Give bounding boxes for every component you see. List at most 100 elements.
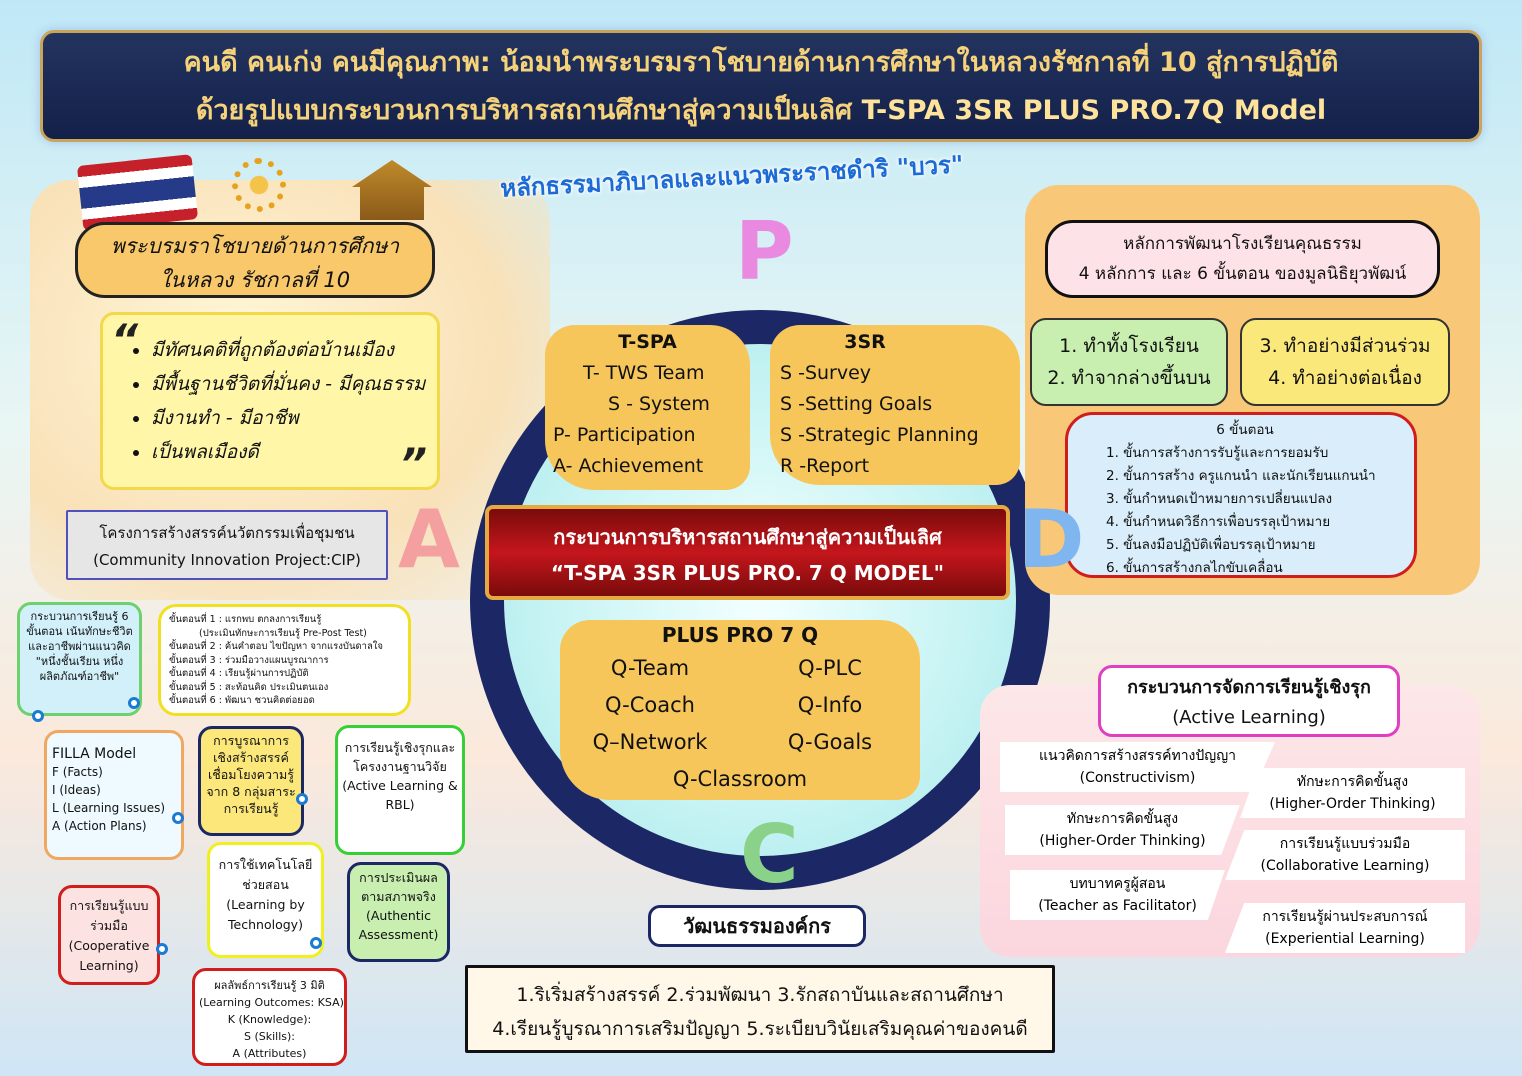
principle: 4. ทำอย่างต่อเนื่อง xyxy=(1268,367,1422,389)
active-learning-title: กระบวนการจัดการเรียนรู้เชิงรุก (Active L… xyxy=(1098,665,1400,737)
al-item-th: การเรียนรู้แบบร่วมมือ xyxy=(1279,836,1411,852)
steps-box: ขั้นตอนที่ 1 : แรกพบ ตกลงการเรียนรู้ (ปร… xyxy=(158,604,411,716)
filla-item: L (Learning Issues) xyxy=(52,801,166,815)
policy-bullet: เป็นพลเมืองดี xyxy=(151,435,427,469)
connector-dot-icon xyxy=(310,937,322,949)
coop-box: การเรียนรู้แบบร่วมมือ (Cooperative Learn… xyxy=(58,885,160,985)
close-quote-icon: ” xyxy=(399,439,427,488)
values-box: 1.ริเริ่มสร้างสรรค์ 2.ร่วมพัฒนา 3.รักสถา… xyxy=(465,965,1055,1053)
six-steps-title: 6 ขั้นตอน xyxy=(1216,422,1274,438)
al-item-en: (Teacher as Facilitator) xyxy=(1038,898,1197,914)
six-steps-box: 6 ขั้นตอน 1. ขั้นการสร้างการรับรู้และการ… xyxy=(1065,412,1417,578)
six-step: 6. ขั้นการสร้างกลไกขับเคลื่อน xyxy=(1106,560,1283,576)
connector-dot-icon xyxy=(296,793,308,805)
3sr-title: 3SR xyxy=(844,331,886,353)
connector-dot-icon xyxy=(32,710,44,722)
values-line1: 1.ริเริ่มสร้างสรรค์ 2.ร่วมพัฒนา 3.รักสถา… xyxy=(516,984,1004,1006)
step: ขั้นตอนที่ 5 : สะท้อนคิด ประเมินตนเอง xyxy=(169,681,329,693)
step: ขั้นตอนที่ 4 : เรียนรู้ผ่านการปฏิบัติ xyxy=(169,668,309,679)
six-step: 2. ขั้นการสร้าง ครูแกนนำ และนักเรียนแกนน… xyxy=(1106,468,1376,484)
outcomes-box: ผลลัพธ์การเรียนรู้ 3 มิติ (Learning Outc… xyxy=(192,968,347,1066)
q-item: Q-Classroom xyxy=(672,767,808,791)
principle: 2. ทำจากล่างขึ้นบน xyxy=(1047,367,1211,389)
al-item-th: บทบาทครูผู้สอน xyxy=(1069,876,1166,892)
letter-p: P xyxy=(735,205,794,298)
filla-item: I (Ideas) xyxy=(52,783,101,797)
banner-line2: “T-SPA 3SR PLUS PRO. 7 Q MODEL" xyxy=(550,561,945,585)
six-step: 4. ขั้นกำหนดวิธีการเพื่อบรรลุเป้าหมาย xyxy=(1106,514,1331,530)
royal-policy-title: พระบรมราโชบายด้านการศึกษา ในหลวง รัชกาลท… xyxy=(75,222,435,298)
six-step: 5. ขั้นลงมือปฏิบัติเพื่อบรรลุเป้าหมาย xyxy=(1106,537,1316,553)
tspa-item: T- TWS Team xyxy=(583,362,705,384)
filla-box: FILLA Model F (Facts) I (Ideas) L (Learn… xyxy=(44,730,184,860)
tech-box: การใช้เทคโนโลยีช่วยสอน (Learning by Tech… xyxy=(207,842,324,958)
al-item-en: (Collaborative Learning) xyxy=(1260,858,1430,874)
open-quote-icon: “ xyxy=(111,315,139,364)
q-item: Q-Team xyxy=(610,656,690,680)
banner-line1: กระบวนการบริหารสถานศึกษาสู่ความเป็นเลิศ xyxy=(553,525,942,549)
al-item: ทักษะการคิดขั้นสูง(Higher-Order Thinking… xyxy=(1240,768,1465,818)
outcomes-line: S (Skills): xyxy=(243,1030,296,1043)
3sr-item: R -Report xyxy=(780,455,870,477)
integration-box: การบูรณาการเชิงสร้างสรรค์ เชื่อมโยงความร… xyxy=(198,726,304,836)
connector-dot-icon xyxy=(128,697,140,709)
title-line2: ในหลวง รัชกาลที่ 10 xyxy=(159,268,351,292)
moral-school-title: หลักการพัฒนาโรงเรียนคุณธรรม 4 หลักการ แล… xyxy=(1045,220,1440,298)
q-item: Q-Goals xyxy=(787,730,873,754)
header-line1: คนดี คนเก่ง คนมีคุณภาพ: น้อมนำพระบรมราโช… xyxy=(183,47,1339,78)
al-item: การเรียนรู้ผ่านประสบการณ์(Experiential L… xyxy=(1225,903,1465,953)
six-step: 3. ขั้นกำหนดเป้าหมายการเปลี่ยนแปลง xyxy=(1106,491,1333,507)
al-item-en: (Higher-Order Thinking) xyxy=(1269,796,1436,812)
al-item: บทบาทครูผู้สอน (Teacher as Facilitator) xyxy=(1010,870,1225,920)
step: ขั้นตอนที่ 1 : แรกพบ ตกลงการเรียนรู้ xyxy=(169,614,322,625)
policy-quote-box: “ มีทัศนคติที่ถูกต้องต่อบ้านเมือง มีพื้น… xyxy=(100,312,440,490)
temple-icon xyxy=(352,160,432,220)
al-title1: กระบวนการจัดการเรียนรู้เชิงรุก xyxy=(1127,677,1371,698)
letter-d: D xyxy=(1018,493,1085,586)
al-item-en: (Experiential Learning) xyxy=(1265,931,1425,947)
al-item-th: แนวคิดการสร้างสรรค์ทางปัญญา xyxy=(1038,748,1236,764)
al-item: ทักษะการคิดขั้นสูง (Higher-Order Thinking… xyxy=(1005,805,1240,855)
connector-dot-icon xyxy=(156,943,168,955)
step: ขั้นตอนที่ 2 : ค้นคำตอบ ไขปัญหา จากแรงบั… xyxy=(169,641,383,652)
al-item-th: ทักษะการคิดขั้นสูง xyxy=(1066,811,1179,827)
letter-a: A xyxy=(398,493,460,586)
header-line2-th: ด้วยรูปแบบกระบวนการบริหารสถานศึกษาสู่ควา… xyxy=(195,95,853,126)
q-item: Q-PLC xyxy=(798,656,862,680)
filla-item: A (Action Plans) xyxy=(52,819,147,833)
header-banner: คนดี คนเก่ง คนมีคุณภาพ: น้อมนำพระบรมราโช… xyxy=(40,30,1482,142)
moral-line2: 4 หลักการ และ 6 ขั้นตอน ของมูลนิธิยุวพัฒ… xyxy=(1078,264,1407,284)
thai-flag-icon xyxy=(76,154,199,231)
policy-bullet: มีทัศนคติที่ถูกต้องต่อบ้านเมือง xyxy=(151,333,427,367)
outcomes-line: A (Attributes) xyxy=(232,1047,307,1060)
cip-box: โครงการสร้างสรรค์นวัตกรรมเพื่อชุมชน (Com… xyxy=(66,510,388,580)
outcomes-line: K (Knowledge): xyxy=(227,1013,312,1026)
step: ขั้นตอนที่ 6 : พัฒนา ชวนคิดต่อยอด xyxy=(169,695,315,706)
q-item: Q-Coach xyxy=(605,693,695,717)
q-item: Q-Info xyxy=(797,693,863,717)
authentic-box: การประเมินผลตามสภาพจริง (Authentic Asses… xyxy=(347,862,450,962)
principle: 1. ทำทั้งโรงเรียน xyxy=(1059,335,1199,357)
cip-line1: โครงการสร้างสรรค์นวัตกรรมเพื่อชุมชน xyxy=(99,524,355,542)
al-item-en: (Higher-Order Thinking) xyxy=(1039,833,1206,849)
tspa-block: T-SPA T- TWS Team S - System P- Particip… xyxy=(545,325,750,490)
q-item: Q–Network xyxy=(592,730,708,754)
policy-bullet: มีงานทำ - มีอาชีพ xyxy=(151,401,427,435)
step: ขั้นตอนที่ 3 : ร่วมมือวางแผนบูรณาการ xyxy=(169,654,329,666)
principle: 3. ทำอย่างมีส่วนร่วม xyxy=(1259,335,1431,357)
outcomes-line: ผลลัพธ์การเรียนรู้ 3 มิติ xyxy=(214,979,325,992)
tspa-item: P- Participation xyxy=(553,424,696,446)
header-line2-en: T-SPA 3SR PLUS PRO.7Q Model xyxy=(861,95,1327,126)
org-culture-label: วัฒนธรรมองค์กร xyxy=(648,905,866,947)
letter-c: C xyxy=(740,808,799,901)
model-banner: กระบวนการบริหารสถานศึกษาสู่ความเป็นเลิศ … xyxy=(485,505,1010,600)
active-rbl-box: การเรียนรู้เชิงรุกและโครงงานฐานวิจัย (Ac… xyxy=(335,725,465,855)
six-step: 1. ขั้นการสร้างการรับรู้และการยอมรับ xyxy=(1106,445,1329,461)
values-line2: 4.เรียนรู้บูรณาการเสริมปัญญา 5.ระเบียบวิ… xyxy=(492,1018,1028,1040)
al-item: แนวคิดการสร้างสรรค์ทางปัญญา(Constructivi… xyxy=(1000,742,1275,792)
governance-arc-text: หลักธรรมาภิบาลและแนวพระราชดำริ "บวร" xyxy=(499,150,965,203)
cip-line2: (Community Innovation Project:CIP) xyxy=(93,551,361,569)
policy-bullet: มีพื้นฐานชีวิตที่มั่นคง - มีคุณธรรม xyxy=(151,367,427,401)
outcomes-line: (Learning Outcomes: KSA) xyxy=(199,996,344,1009)
